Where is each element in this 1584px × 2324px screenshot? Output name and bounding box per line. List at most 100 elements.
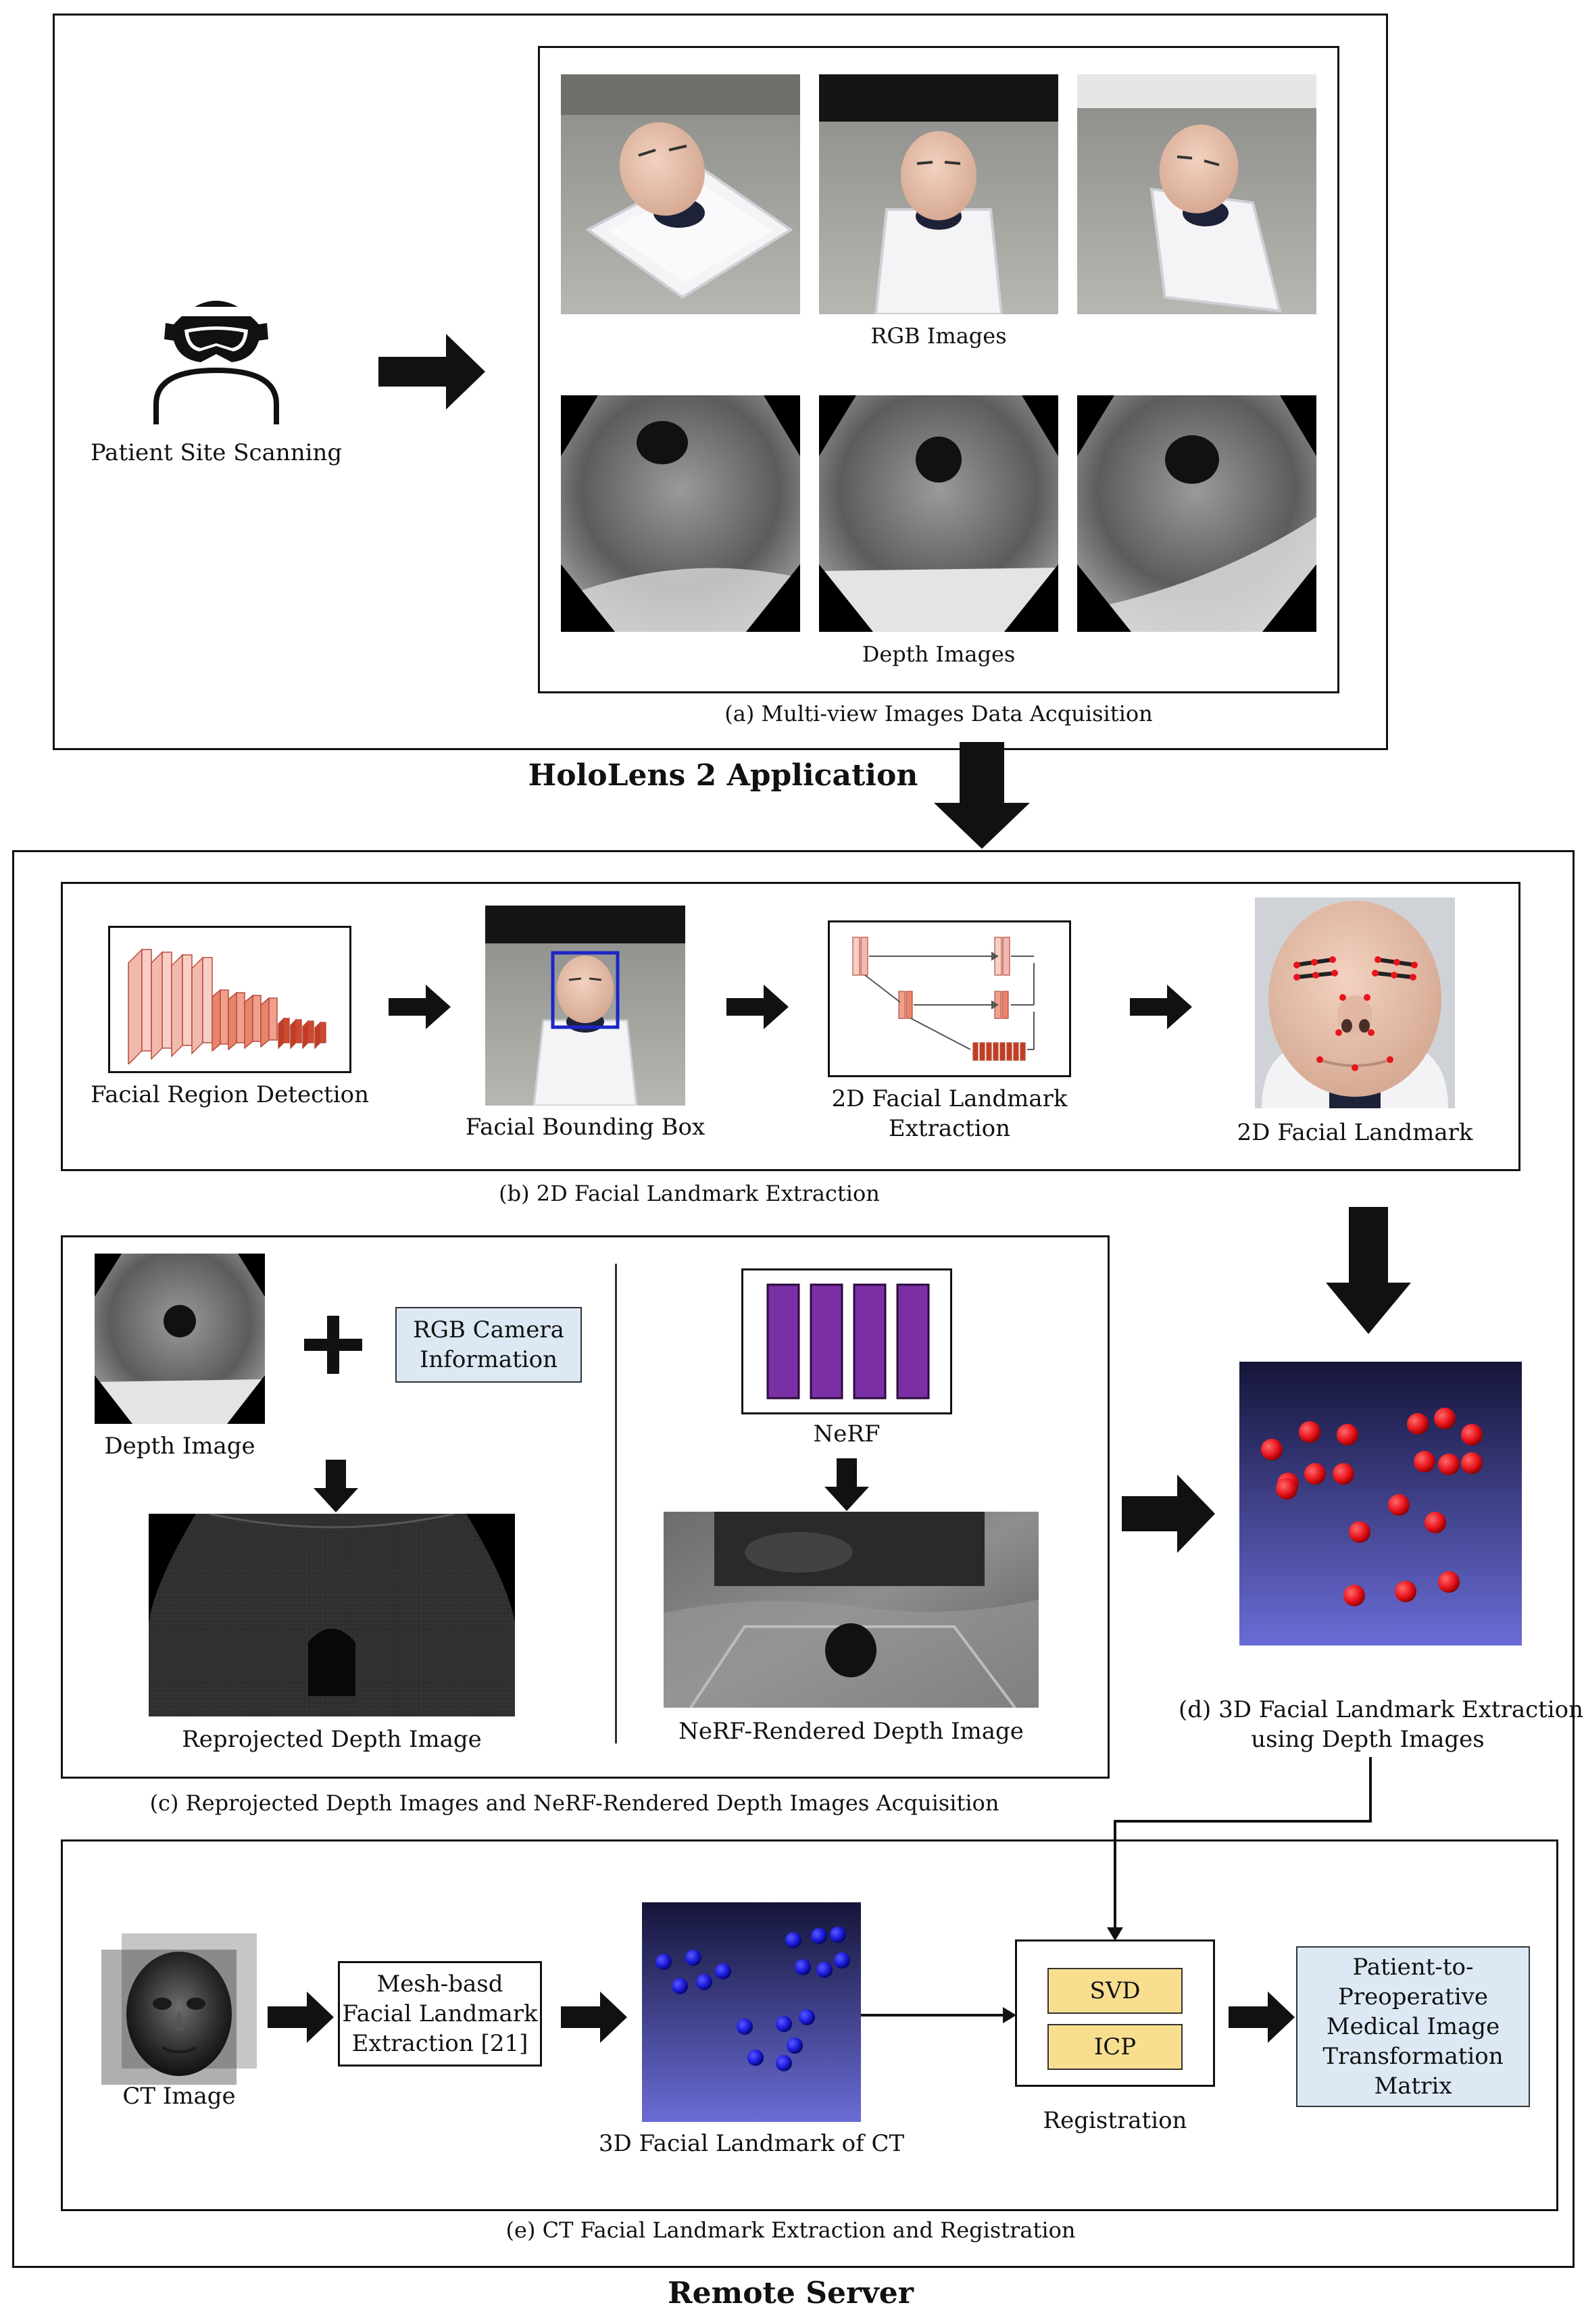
reprojected-depth-image [149,1514,515,1716]
rgb-camera-info-line-2: Information [419,1346,558,1373]
landmark-point [1261,1439,1283,1460]
scan-label: Patient Site Scanning [90,439,343,466]
landmark-point [737,2019,753,2035]
landmark-point [785,1932,801,1948]
landmark-point [672,1978,688,1994]
landmark-point [1425,1512,1446,1533]
depth-image-small [95,1254,265,1424]
3d-landmark-ct-plot [642,1902,861,2122]
caption-e: (e) CT Facial Landmark Extraction and Re… [505,2217,1076,2243]
landmark-point [1438,1454,1460,1475]
block-arrow-icon [389,985,451,1029]
landmark-point [1438,1571,1460,1593]
section-e-frame [61,1839,1558,2211]
landmark-point [1461,1424,1483,1445]
landmark-point [1395,1581,1416,1602]
block-arrow-icon [561,1992,627,2043]
rgb-image-2 [819,74,1058,314]
landmark-point [715,1963,731,1979]
landmark-point [1276,1478,1297,1500]
landmark-point [1349,1521,1370,1543]
depth-image-2 [819,395,1058,632]
registration-label: Registration [1043,2107,1187,2134]
remote-server-frame [12,850,1575,2268]
depth-image-1 [561,395,800,632]
landmark-point [1434,1408,1456,1429]
remote-server-title: Remote Server [668,2276,914,2310]
block-arrow-icon [268,1992,334,2043]
section-c-divider [615,1264,617,1744]
plus-icon [304,1316,362,1374]
bounding-box-label: Facial Bounding Box [465,1114,706,1141]
rgb-images-label: RGB Images [870,323,1007,349]
detection-label: Facial Region Detection [90,1081,370,1108]
block-arrow-icon [726,985,789,1029]
landmark-point [1299,1421,1320,1443]
block-arrow-icon [1130,985,1192,1029]
landmark-point [830,1927,846,1943]
landmark-point [685,1950,701,1966]
caption-d-line-2: using Depth Images [1251,1726,1485,1753]
landmark-point [787,2037,803,2054]
detection-network-box [108,926,351,1073]
matrix-line-5: Matrix [1374,2073,1452,2100]
landmark-network-box [828,920,1071,1077]
rgb-camera-info-line-1: RGB Camera [413,1316,564,1343]
block-arrow-icon [934,742,1030,849]
svd-label: SVD [1089,1977,1141,2004]
landmark-point [1343,1585,1365,1606]
section-a-frame [53,14,1388,750]
landmark-point [811,1928,827,1944]
landmark-point [655,1954,672,1970]
facial-bounding-box-image [485,906,685,1106]
detection-network-icon [128,948,326,1064]
caption-a: (a) Multi-view Images Data Acquisition [724,701,1153,726]
transformation-matrix-box: Patient-to- Preoperative Medical Image T… [1296,1946,1530,2107]
matrix-line-1: Patient-to- [1352,1954,1474,1981]
rgb-camera-info-box: RGB Camera Information [395,1307,582,1383]
matrix-line-4: Transformation [1322,2043,1504,2070]
ct-landmark-label: 3D Facial Landmark of CT [598,2130,905,2157]
svd-box: SVD [1047,1968,1183,2014]
reprojected-label: Reprojected Depth Image [182,1726,482,1753]
mesh-line-2: Facial Landmark [342,2000,538,2027]
section-c-frame [61,1235,1110,1779]
landmark-point [1407,1413,1429,1435]
3d-landmark-depth-plot [1239,1362,1522,1646]
landmark-point [1337,1424,1358,1445]
nerf-rendered-label: NeRF-Rendered Depth Image [678,1718,1024,1745]
extraction-label-line-2: Extraction [888,1115,1011,1142]
depth-image-3 [1077,395,1316,632]
landmark-point [1388,1494,1410,1516]
block-arrow-icon [1326,1207,1411,1334]
landmark-point [795,1959,811,1975]
matrix-line-3: Medical Image [1326,2013,1500,2040]
landmark-point [816,1962,833,1978]
registration-box [1015,1939,1215,2087]
icp-label: ICP [1093,2033,1137,2060]
mesh-line-3: Extraction [21] [351,2030,528,2057]
ct-image [95,1929,264,2092]
mesh-landmark-box: Mesh-basd Facial Landmark Extraction [21… [338,1961,542,2067]
landmark-point [1414,1451,1435,1473]
caption-d-line-1: (d) 3D Facial Landmark Extraction [1179,1696,1584,1723]
nerf-rendered-depth-image [664,1512,1039,1708]
landmark-point [776,2055,792,2071]
rgb-image-1 [561,74,800,314]
nerf-network-icon [766,1283,930,1400]
block-arrow-icon [314,1460,358,1512]
2d-landmark-image [1255,897,1455,1108]
landmark-point [696,1974,712,1990]
depth-images-label: Depth Images [862,641,1016,667]
headset-user-icon [153,301,279,424]
landmark-network-icon [852,937,1035,1061]
matrix-line-2: Preoperative [1338,1983,1488,2010]
ct-image-label: CT Image [122,2083,236,2110]
depth-image-label: Depth Image [104,1433,255,1460]
block-arrow-icon [824,1458,869,1511]
landmark-point [747,2050,764,2066]
section-b-frame [61,882,1520,1171]
multiview-images-frame [538,46,1339,693]
2d-landmark-label: 2D Facial Landmark [1237,1119,1473,1146]
landmark-point [1461,1452,1483,1474]
